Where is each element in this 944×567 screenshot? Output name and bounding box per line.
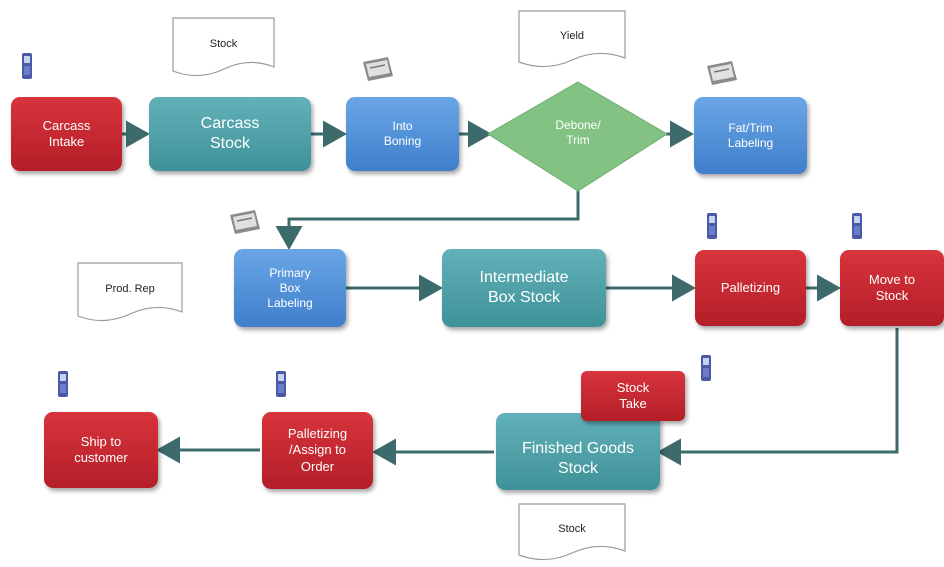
debone-trim-diamond: [487, 81, 668, 192]
carcass-intake-node[interactable]: Carcass Intake: [11, 97, 122, 171]
prod-rep-document-label: Prod. Rep: [105, 283, 155, 295]
arrow-move-to-finished-goods: [657, 328, 899, 466]
intermediate-box-stock-node[interactable]: Intermediate Box Stock: [442, 249, 606, 327]
carcass-stock-node[interactable]: Carcass Stock: [149, 97, 311, 171]
handheld-scanner-icon: [707, 213, 717, 239]
prod-rep-document: Prod. Rep: [77, 262, 183, 324]
move-to-stock-node[interactable]: Move to Stock: [840, 250, 944, 326]
label-printer-icon: [707, 61, 737, 85]
stock-document-bottom: Stock: [518, 503, 626, 563]
ship-to-customer-node[interactable]: Ship to customer: [44, 412, 158, 488]
finished-goods-stock-node[interactable]: Finished Goods Stock: [496, 413, 660, 490]
stock-document-top: Stock: [172, 17, 275, 79]
stock-document-bottom-label: Stock: [558, 523, 586, 535]
palletizing-node[interactable]: Palletizing: [695, 250, 806, 326]
primary-box-labeling-node[interactable]: Primary Box Labeling: [234, 249, 346, 327]
stock-document-top-label: Stock: [209, 38, 238, 50]
label-printer-icon: [230, 210, 260, 234]
arrow-debone-to-primary-box: [275, 191, 580, 250]
handheld-scanner-icon: [58, 371, 68, 397]
handheld-scanner-icon: [22, 53, 32, 79]
label-printer-icon: [363, 57, 393, 81]
fat-trim-labeling-node[interactable]: Fat/Trim Labeling: [694, 97, 807, 174]
handheld-scanner-icon: [852, 213, 862, 239]
handheld-scanner-icon: [276, 371, 286, 397]
into-boning-node[interactable]: Into Boning: [346, 97, 459, 171]
yield-document-label: Yield: [559, 30, 585, 42]
palletizing-assign-node[interactable]: Palletizing /Assign to Order: [262, 412, 373, 489]
stock-take-node[interactable]: Stock Take: [581, 371, 685, 421]
debone-trim-label: Debone/ Trim: [555, 118, 601, 147]
yield-document: Yield: [518, 10, 626, 70]
handheld-scanner-icon: [701, 355, 711, 381]
